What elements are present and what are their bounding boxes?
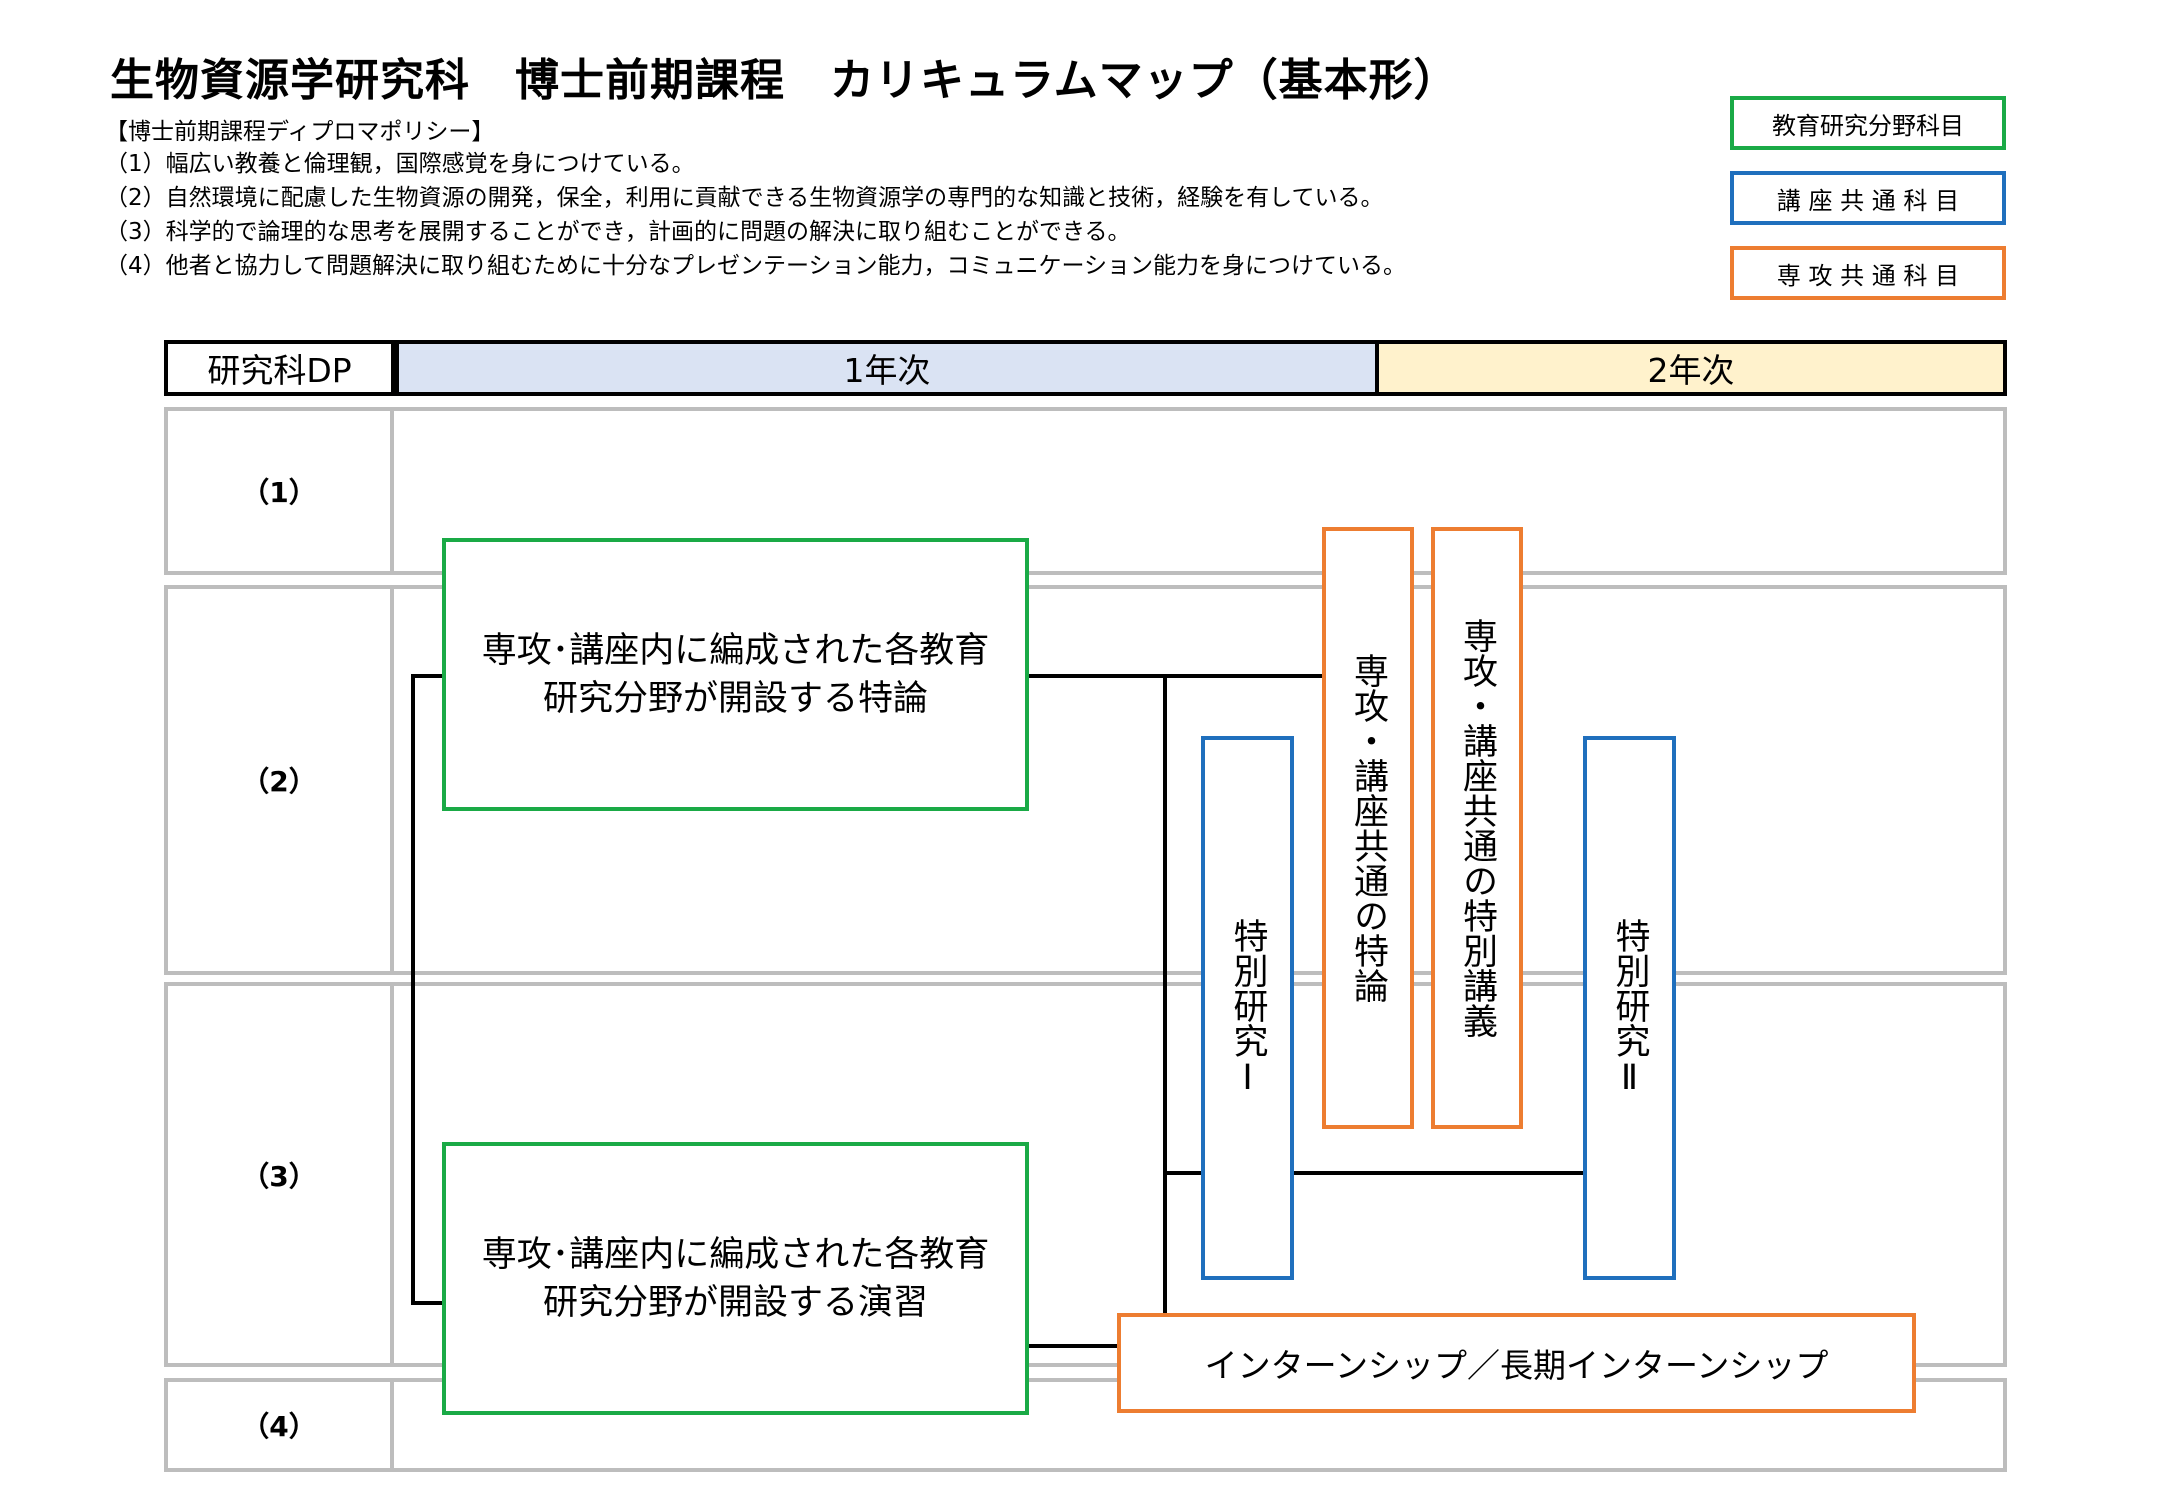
course-research-field-lecture: 専攻･講座内に編成された各教育研究分野が開設する特論 (442, 538, 1029, 811)
course-research-field-exercise: 専攻･講座内に編成された各教育研究分野が開設する演習 (442, 1142, 1029, 1415)
course-special-research-2: 特別研究Ⅱ (1583, 736, 1676, 1280)
page-title: 生物資源学研究科 博士前期課程 カリキュラムマップ（基本形） (110, 55, 1459, 106)
header-year2: 2年次 (1375, 340, 2007, 396)
diploma-policy-item: （3）科学的で論理的な思考を展開することができ，計画的に問題の解決に取り組むこと… (105, 219, 1131, 245)
dp-row-label: （4） (164, 1378, 394, 1472)
course-special-research-1: 特別研究Ⅰ (1201, 736, 1294, 1280)
dp-row-label: （1） (164, 407, 394, 575)
legend-course-common-courses: 講 座 共 通 科 目 (1730, 171, 2006, 225)
dp-row-label: （2） (164, 585, 394, 975)
header-dp: 研究科DP (164, 340, 395, 396)
diploma-policy-item: （2）自然環境に配慮した生物資源の開発，保全，利用に貢献できる生物資源学の専門的… (105, 185, 1384, 211)
course-common-lecture: 専攻・講座共通の特論 (1322, 527, 1414, 1129)
legend-major-common-courses: 専 攻 共 通 科 目 (1730, 246, 2006, 300)
diploma-policy-heading: 【博士前期課程ディプロマポリシー】 (105, 119, 495, 145)
legend-research-field-courses: 教育研究分野科目 (1730, 96, 2006, 150)
header-year1: 1年次 (395, 340, 1379, 396)
diploma-policy-item: （4）他者と協力して問題解決に取り組むために十分なプレゼンテーション能力，コミュ… (105, 253, 1407, 279)
course-internship: インターンシップ／長期インターンシップ (1117, 1313, 1916, 1413)
dp-row-label: （3） (164, 982, 394, 1367)
diploma-policy-item: （1）幅広い教養と倫理観，国際感覚を身につけている。 (105, 151, 695, 177)
course-common-special-lecture: 専攻・講座共通の特別講義 (1431, 527, 1523, 1129)
